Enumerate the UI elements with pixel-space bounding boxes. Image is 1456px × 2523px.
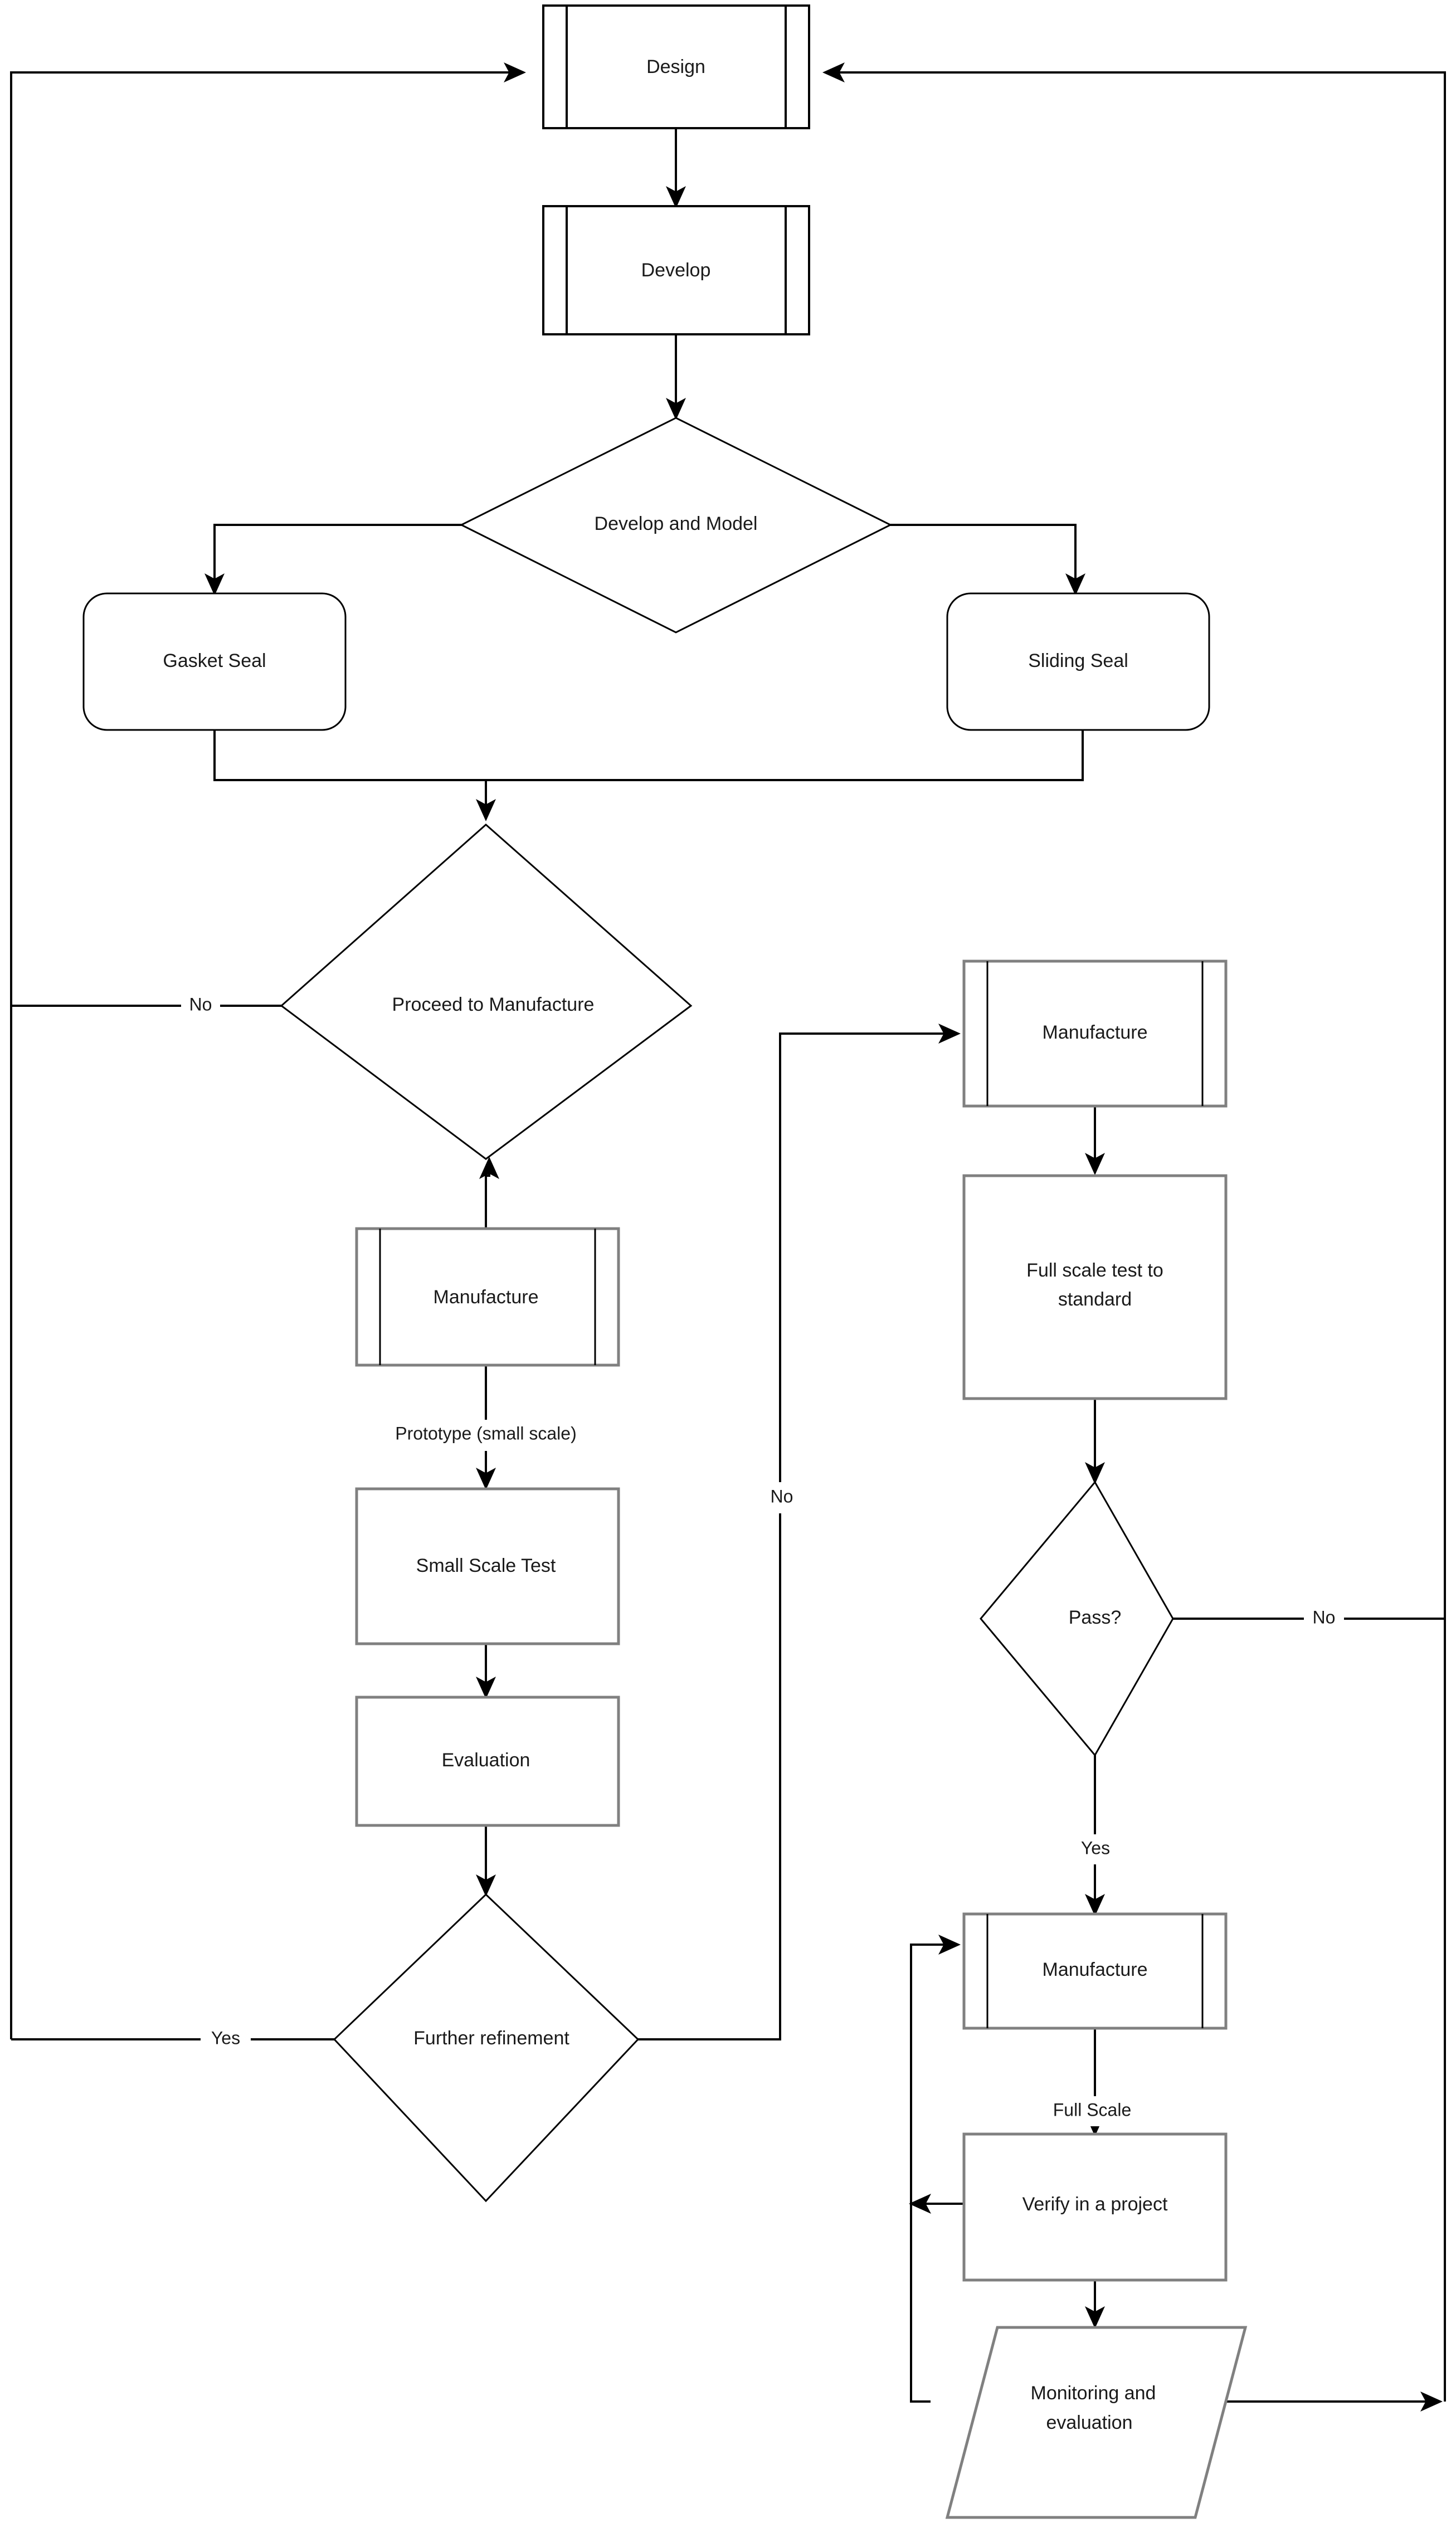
edge-label-full-scale: Full Scale xyxy=(1028,2096,1156,2126)
monitoring-label-line2: evaluation xyxy=(1046,2412,1132,2433)
further-refinement-label: Further refinement xyxy=(413,2028,569,2049)
design-label: Design xyxy=(646,56,705,77)
design-box[interactable] xyxy=(542,4,810,129)
connector-prototype-manufacture-to-proceed xyxy=(479,1157,499,1229)
node-further-refinement[interactable]: Further refinement xyxy=(333,1893,640,2203)
edge-label-prototype-small-scale: Prototype (small scale) xyxy=(345,1420,630,1451)
connector-model-to-sliding-seal xyxy=(889,524,1085,596)
verify-in-a-project-label: Verify in a project xyxy=(1022,2194,1168,2215)
node-evaluation[interactable]: Evaluation xyxy=(355,1696,620,1827)
prototype-small-scale-label: Prototype (small scale) xyxy=(395,1423,576,1443)
node-manufacture-full[interactable]: Manufacture xyxy=(962,959,1228,1108)
proceed-to-manufacture-diamond[interactable] xyxy=(280,823,693,1160)
connector-model-to-gasket-seal xyxy=(204,524,462,596)
develop-label: Develop xyxy=(641,260,711,281)
node-manufacture-final[interactable]: Manufacture xyxy=(962,1912,1228,2030)
manufacture-prototype-box[interactable] xyxy=(355,1227,620,1367)
pass-diamond[interactable] xyxy=(980,1480,1174,1757)
further-refinement-yes-label: Yes xyxy=(211,2028,240,2048)
evaluation-box[interactable] xyxy=(355,1696,620,1827)
pass-yes-label: Yes xyxy=(1081,1838,1110,1858)
full-scale-label: Full Scale xyxy=(1053,2100,1132,2120)
connector-left-return-to-design xyxy=(10,62,526,2039)
connector-seals-merge-to-proceed xyxy=(213,728,1084,821)
edge-label-pass-yes: Yes xyxy=(1070,1834,1121,1864)
evaluation-label: Evaluation xyxy=(442,1750,530,1771)
connector-right-return-to-design xyxy=(822,62,1446,2412)
small-scale-test-label: Small Scale Test xyxy=(416,1555,556,1576)
gasket-seal-box[interactable] xyxy=(82,592,347,731)
full-scale-test-label-line1: Full scale test to xyxy=(1026,1260,1163,1281)
pass-no-label: No xyxy=(1313,1607,1336,1627)
node-monitoring-and-evaluation[interactable]: Monitoring and evaluation xyxy=(945,2326,1248,2519)
node-proceed-to-manufacture[interactable]: Proceed to Manufacture xyxy=(280,823,693,1160)
further-refinement-diamond[interactable] xyxy=(333,1893,640,2203)
node-manufacture-prototype[interactable]: Manufacture xyxy=(355,1227,620,1367)
pass-label: Pass? xyxy=(1069,1607,1122,1628)
edge-label-proceed-no: No xyxy=(181,991,220,1021)
edge-label-pass-no: No xyxy=(1304,1604,1344,1634)
edge-label-loop-back-no: No xyxy=(762,1482,801,1513)
sliding-seal-box[interactable] xyxy=(946,592,1210,731)
node-develop-and-model[interactable]: Develop and Model xyxy=(459,417,893,634)
manufacture-final-label: Manufacture xyxy=(1043,1959,1148,1980)
edge-label-further-refinement-yes: Yes xyxy=(201,2024,251,2054)
monitoring-and-evaluation-shape[interactable] xyxy=(945,2326,1248,2519)
loop-back-no-label: No xyxy=(771,1486,793,1506)
full-scale-test-label-line2: standard xyxy=(1058,1289,1132,1310)
full-scale-test-box[interactable] xyxy=(962,1174,1228,1400)
proceed-no-label: No xyxy=(189,994,212,1014)
node-gasket-seal[interactable]: Gasket Seal xyxy=(82,592,347,731)
sliding-seal-label: Sliding Seal xyxy=(1028,650,1128,671)
verify-in-a-project-box[interactable] xyxy=(962,2132,1228,2282)
node-develop[interactable]: Develop xyxy=(542,205,810,335)
manufacture-full-label: Manufacture xyxy=(1043,1022,1148,1043)
manufacture-final-box[interactable] xyxy=(962,1912,1228,2030)
small-scale-test-box[interactable] xyxy=(355,1487,620,1645)
monitoring-label-line1: Monitoring and xyxy=(1031,2383,1156,2404)
develop-and-model-label: Develop and Model xyxy=(595,513,758,534)
node-full-scale-test[interactable]: Full scale test to standard xyxy=(962,1174,1228,1400)
connector-further-refinement-no-to-manufacture xyxy=(638,1024,961,2040)
node-small-scale-test[interactable]: Small Scale Test xyxy=(355,1487,620,1645)
node-pass-decision[interactable]: Pass? xyxy=(980,1480,1174,1757)
develop-box[interactable] xyxy=(542,205,810,335)
manufacture-prototype-label: Manufacture xyxy=(434,1287,539,1308)
connector-monitoring-loop-back xyxy=(909,1935,967,2403)
proceed-to-manufacture-label: Proceed to Manufacture xyxy=(392,994,595,1015)
node-verify-in-a-project[interactable]: Verify in a project xyxy=(962,2132,1228,2282)
gasket-seal-label: Gasket Seal xyxy=(163,650,266,671)
node-design[interactable]: Design xyxy=(542,4,810,129)
node-sliding-seal[interactable]: Sliding Seal xyxy=(946,592,1210,731)
develop-and-model-diamond[interactable] xyxy=(459,417,893,634)
manufacture-full-box[interactable] xyxy=(962,959,1228,1108)
